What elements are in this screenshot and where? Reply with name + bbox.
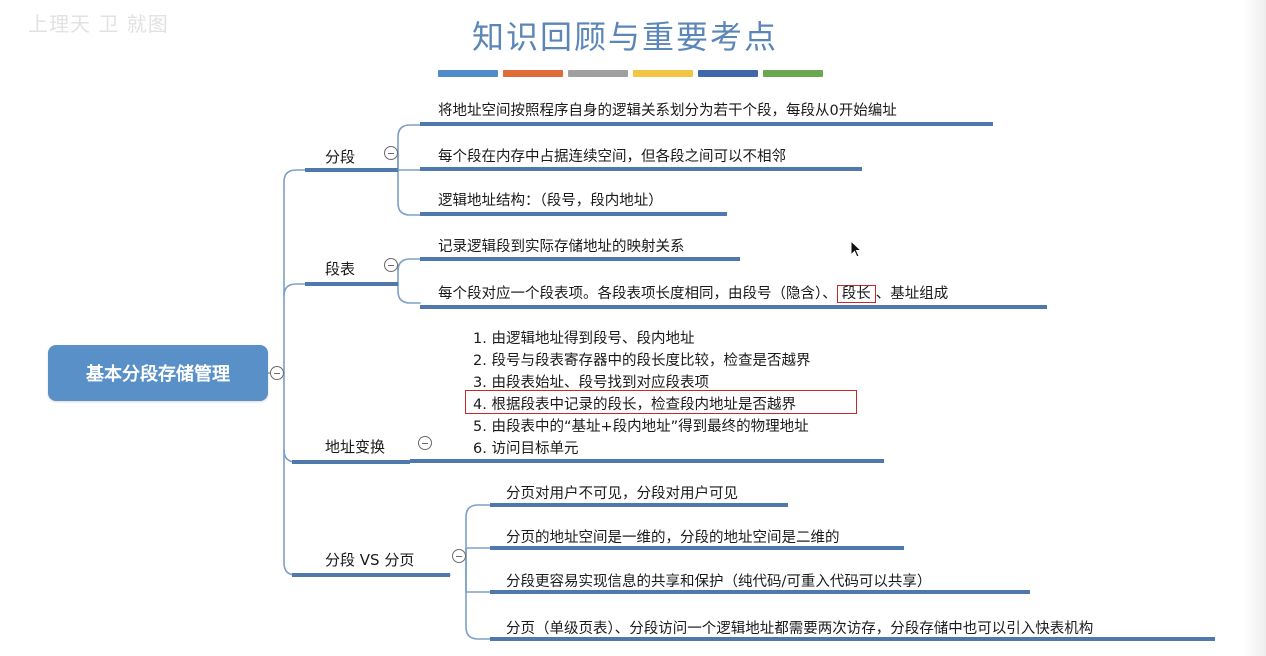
connector-vs-1 [465,504,491,558]
leaf-underline [420,257,740,261]
connector-vs-2 [465,547,491,558]
collapse-toggle-icon[interactable] [452,549,466,563]
connector-duanbiao-1 [397,258,421,272]
vs-item-2[interactable]: 分页的地址空间是一维的，分段的地址空间是二维的 [506,530,840,546]
connector-vs-3 [465,556,491,593]
leaf-underline [420,122,993,126]
color-bar [633,70,693,77]
connector-to-fenduan [283,169,399,374]
color-bar [438,70,498,77]
dizhi-step-1[interactable]: 1. 由逻辑地址得到段号、段内地址 [473,331,695,347]
duanbiao-item-2-text-b: 、基址组成 [875,286,949,302]
window-edge-shadow [1244,0,1266,656]
vs-item-3[interactable]: 分段更容易实现信息的共享和保护（纯代码/可重入代码可以共享） [506,574,932,590]
connector-vs-4 [465,556,491,640]
page-title: 知识回顾与重要考点 [471,18,778,56]
branch-dizhi-label[interactable]: 地址变换 [325,438,386,456]
leaf-underline [420,212,727,216]
leaf-underline [490,503,788,507]
duanbiao-item-2[interactable]: 每个段对应一个段表项。各段表项长度相同，由段号（隐含）、段长、基址组成 [438,282,948,303]
branch-duanbiao-label[interactable]: 段表 [325,260,356,278]
color-bar [503,70,563,77]
branch-vs-label[interactable]: 分段 VS 分页 [325,551,415,569]
collapse-toggle-icon[interactable] [270,366,284,380]
dizhi-step-6[interactable]: 6. 访问目标单元 [473,441,579,457]
vs-item-1[interactable]: 分页对用户不可见，分段对用户可见 [506,486,738,502]
color-bar [568,70,628,77]
fenduan-item-1[interactable]: 将地址空间按照程序自身的逻辑关系划分为若干个段，每段从0开始编址 [438,103,897,119]
color-bar [763,70,823,77]
branch-fenduan-label[interactable]: 分段 [325,148,356,166]
fenduan-item-2[interactable]: 每个段在内存中占据连续空间，但各段之间可以不相邻 [438,149,786,165]
branch-fenduan-underline [305,168,398,172]
dizhi-step-2[interactable]: 2. 段号与段表寄存器中的段长度比较，检查是否越界 [473,353,811,369]
leaf-underline [420,167,862,171]
duanbiao-item-1[interactable]: 记录逻辑段到实际存储地址的映射关系 [438,239,685,255]
dizhi-step-3[interactable]: 3. 由段表始址、段号找到对应段表项 [473,375,709,391]
collapse-toggle-icon[interactable] [384,258,398,272]
highlight-box-duanchang: 段长 [836,285,876,303]
branch-dizhi-underline [292,460,410,464]
connector-fenduan-1 [397,124,421,154]
connector-to-duanbiao [283,283,399,297]
vs-item-4[interactable]: 分页（单级页表）、分段访问一个逻辑地址都需要两次访存，分段存储中也可以引入快表机… [506,621,1094,637]
collapse-toggle-icon[interactable] [384,146,398,160]
color-bar-strip [438,70,823,77]
connector-fenduan-3 [397,152,421,216]
duanbiao-item-2-text-a: 每个段对应一个段表项。各段表项长度相同，由段号（隐含）、 [438,286,837,302]
root-node[interactable]: 基本分段存储管理 [48,345,268,401]
mouse-pointer-icon [850,240,863,258]
dizhi-step-5[interactable]: 5. 由段表中的“基址+段内地址”得到最终的物理地址 [473,419,809,435]
color-bar [698,70,758,77]
dizhi-step-4[interactable]: 4. 根据段表中记录的段长，检查段内地址是否越界 [473,397,796,413]
connector-fenduan-2 [397,152,421,171]
fenduan-item-3[interactable]: 逻辑地址结构：（段号，段内地址） [438,193,663,209]
leaf-underline [420,305,1047,309]
watermark-logo: 上理天 卫 就图 [28,12,169,36]
leaf-underline [490,546,904,550]
branch-duanbiao-underline [305,282,398,286]
connector-duanbiao-2 [397,264,421,304]
leaf-underline [490,637,1215,641]
leaf-underline [410,459,884,463]
branch-vs-underline [292,573,450,577]
leaf-underline [490,590,1030,594]
collapse-toggle-icon[interactable] [418,436,432,450]
highlight-box-step-4 [465,390,857,414]
